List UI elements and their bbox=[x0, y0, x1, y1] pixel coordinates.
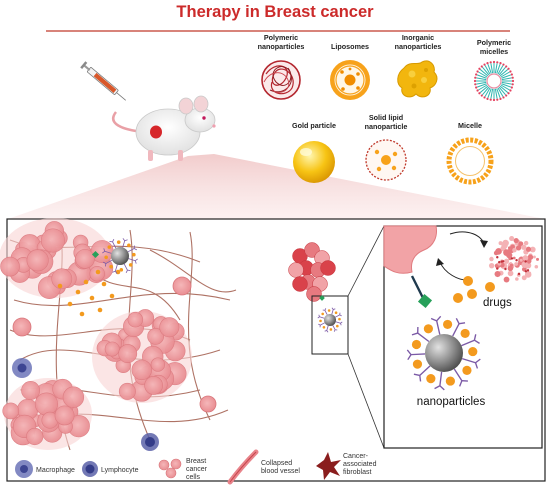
svg-text:Solid lipid: Solid lipid bbox=[369, 113, 403, 122]
polymeric-micelle-icon bbox=[473, 60, 515, 102]
drugs-label: drugs bbox=[483, 297, 512, 309]
drug-particles bbox=[453, 276, 495, 303]
svg-text:Cancer-: Cancer- bbox=[343, 453, 369, 460]
inorganic-nanoparticles-label: Inorganic nanoparticles bbox=[395, 33, 442, 51]
linker-icon bbox=[91, 250, 100, 259]
solid-lipid-nanoparticle-icon bbox=[365, 139, 407, 181]
svg-text:micelles: micelles bbox=[480, 47, 508, 56]
svg-text:cells: cells bbox=[186, 474, 201, 481]
dispersed-drug-cluster bbox=[488, 236, 540, 283]
solid-lipid-nanoparticle-label: Solid lipid nanoparticle bbox=[365, 113, 408, 131]
polymeric-nanoparticles-label: Polymeric nanoparticles bbox=[258, 33, 305, 51]
svg-text:Lymphocyte: Lymphocyte bbox=[101, 467, 139, 474]
legend-cancer-associated-fibroblast: Cancer- associated fibroblast bbox=[316, 452, 377, 480]
small-nanoparticle bbox=[317, 307, 343, 333]
zoom-line bbox=[347, 353, 385, 449]
tumor-microenvironment-panel: drugs nanoparticles bbox=[0, 218, 546, 482]
legend-breast-cancer-cells: Breast cancer cells bbox=[158, 458, 208, 481]
cancer-cell-membrane bbox=[383, 225, 437, 274]
mouse-illustration bbox=[111, 95, 216, 161]
syringe-icon bbox=[80, 61, 126, 101]
cancer-cell bbox=[172, 276, 192, 296]
nanoparticle-large bbox=[406, 315, 481, 391]
small-tumor bbox=[288, 242, 336, 302]
svg-text:Polymeric: Polymeric bbox=[264, 33, 298, 42]
polymeric-nanoparticle-icon bbox=[261, 60, 301, 100]
macrophage-cell bbox=[12, 358, 32, 378]
polymeric-micelles-label: Polymeric micelles bbox=[477, 38, 511, 56]
inorganic-nanoparticle-icon bbox=[397, 60, 438, 98]
svg-text:blood vessel: blood vessel bbox=[261, 468, 300, 475]
cancer-cell bbox=[199, 395, 217, 413]
tumor-cluster bbox=[92, 309, 192, 403]
lymphocyte-cell bbox=[141, 433, 159, 451]
zoom-selection-box bbox=[311, 295, 349, 355]
legend-lymphocyte: Lymphocyte bbox=[82, 461, 139, 477]
tumor-cluster bbox=[0, 218, 114, 299]
svg-text:nanoparticles: nanoparticles bbox=[395, 42, 442, 51]
linker-icon bbox=[319, 295, 325, 301]
legend-collapsed-blood-vessel: Collapsed blood vessel bbox=[227, 449, 300, 485]
svg-text:Inorganic: Inorganic bbox=[402, 33, 434, 42]
gold-particle-label: Gold particle bbox=[292, 121, 336, 130]
zoom-fan bbox=[8, 154, 545, 219]
svg-text:nanoparticles: nanoparticles bbox=[258, 42, 305, 51]
targeted-nanoparticle bbox=[102, 238, 138, 274]
svg-text:nanoparticle: nanoparticle bbox=[365, 122, 408, 131]
svg-text:cancer: cancer bbox=[186, 466, 208, 473]
svg-text:fibroblast: fibroblast bbox=[343, 469, 371, 476]
legend-macrophage: Macrophage bbox=[15, 460, 75, 478]
liposomes-label: Liposomes bbox=[331, 42, 369, 51]
liposome-icon bbox=[330, 60, 370, 100]
legend: Macrophage Lymphocyte Breast cancer cell… bbox=[15, 449, 377, 485]
linker-stem bbox=[410, 275, 426, 301]
svg-text:Polymeric: Polymeric bbox=[477, 38, 511, 47]
zoom-line bbox=[347, 225, 385, 297]
micelle-icon bbox=[446, 137, 494, 185]
svg-text:Breast: Breast bbox=[186, 458, 206, 465]
svg-text:associated: associated bbox=[343, 461, 377, 468]
nanoparticle-gallery: Polymeric nanoparticles Liposomes Inorga… bbox=[258, 33, 515, 185]
linker-icon bbox=[417, 293, 433, 309]
tumor-cluster bbox=[2, 378, 92, 450]
svg-text:Macrophage: Macrophage bbox=[36, 467, 75, 474]
cancer-cell bbox=[12, 317, 32, 337]
micelle-label: Micelle bbox=[458, 121, 482, 130]
nanoparticles-label: nanoparticles bbox=[417, 396, 486, 408]
page-title: Therapy in Breast cancer bbox=[176, 3, 374, 21]
gold-particle-icon bbox=[293, 141, 335, 183]
svg-text:Collapsed: Collapsed bbox=[261, 460, 292, 467]
